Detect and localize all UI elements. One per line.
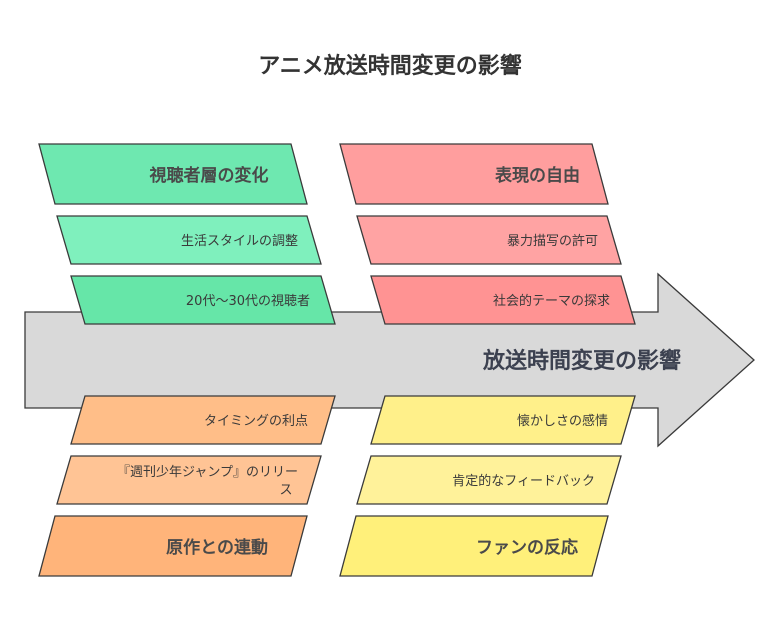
item-label-source-2-wrap: ス xyxy=(279,483,292,498)
item-label-expression-1: 暴力描写の許可 xyxy=(507,234,598,249)
item-box-fans-1 xyxy=(370,395,636,445)
item-label-viewers-2: 20代〜30代の視聴者 xyxy=(186,294,310,309)
item-box-viewers-1 xyxy=(56,215,322,265)
item-box-fans-2 xyxy=(356,455,622,505)
item-label-source-2: 『週刊少年ジャンプ』のリリー xyxy=(117,465,298,480)
category-label-expression: 表現の自由 xyxy=(495,165,580,186)
category-label-fans: ファンの反応 xyxy=(476,537,578,558)
diagram-title: アニメ放送時間変更の影響 xyxy=(258,53,522,79)
item-box-source-2 xyxy=(56,455,322,505)
spine-label: 放送時間変更の影響 xyxy=(482,348,681,374)
category-label-source: 原作との連動 xyxy=(166,537,268,558)
group-fans: 懐かしさの感情 肯定的なフィードバック ファンの反応 xyxy=(339,395,636,577)
item-label-fans-1: 懐かしさの感情 xyxy=(517,413,608,429)
item-box-viewers-2 xyxy=(70,275,336,325)
item-box-expression-1 xyxy=(356,215,622,265)
item-label-viewers-1: 生活スタイルの調整 xyxy=(181,234,298,249)
category-box-source xyxy=(38,515,308,577)
category-box-viewers xyxy=(38,143,308,205)
group-viewers: 視聴者層の変化 生活スタイルの調整 20代〜30代の視聴者 xyxy=(38,143,336,325)
item-box-source-1 xyxy=(70,395,336,445)
item-label-expression-2: 社会的テーマの探求 xyxy=(493,293,610,309)
group-source: タイミングの利点 『週刊少年ジャンプ』のリリー ス 原作との連動 xyxy=(38,395,336,577)
item-label-fans-2: 肯定的なフィードバック xyxy=(452,473,595,489)
item-label-source-1: タイミングの利点 xyxy=(204,414,308,429)
category-label-viewers: 視聴者層の変化 xyxy=(149,165,269,186)
item-box-expression-2 xyxy=(370,275,636,325)
category-box-expression xyxy=(339,143,609,205)
group-expression: 表現の自由 暴力描写の許可 社会的テーマの探求 xyxy=(339,143,636,325)
category-box-fans xyxy=(339,515,609,577)
